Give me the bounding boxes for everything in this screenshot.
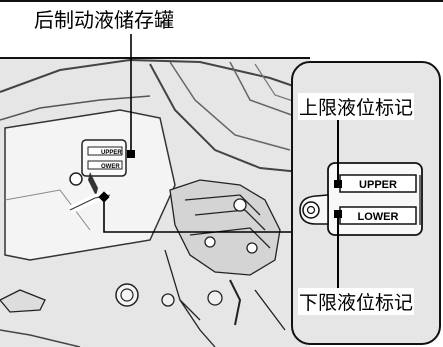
upper-level-callout: 上限液位标记 [298,93,415,120]
scene-reservoir: UPPER OWER [69,139,127,196]
mount-bolt [302,201,320,219]
lower-level-callout: 下限液位标记 [298,288,415,315]
engine-detail [161,179,286,347]
bolt-left [115,283,139,307]
page-title: 后制动液储存罐 [34,8,174,32]
left-lever [0,289,46,313]
main-illustration: UPPER OWER [0,34,331,347]
detail-inset: UPPER LOWER [291,61,441,345]
lower-mark-text: LOWER [358,211,399,223]
upper-mark-text: UPPER [359,179,397,191]
scene-upper-text: UPPER [101,150,122,156]
scene-lower-text: OWER [101,164,120,170]
